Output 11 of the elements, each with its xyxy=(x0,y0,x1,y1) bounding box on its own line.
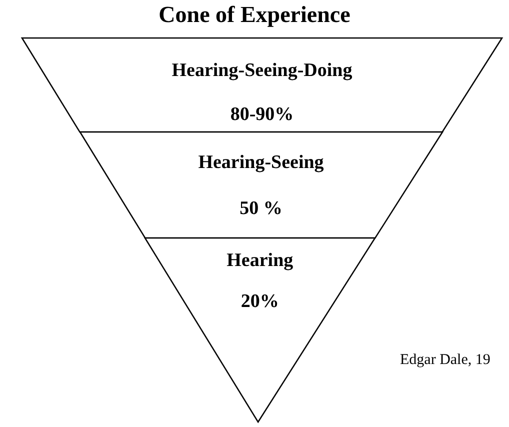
cone-section xyxy=(80,132,442,238)
section-heading: Hearing-Seeing-Doing xyxy=(172,60,352,82)
section-heading: Hearing xyxy=(226,250,294,272)
percentage-label: 50 % xyxy=(240,198,282,220)
percentage-label: 20% xyxy=(240,291,279,313)
cone-section xyxy=(22,38,502,132)
cone-section xyxy=(144,238,375,422)
percentage-label: 80-90% xyxy=(230,104,294,126)
section-heading: Hearing-Seeing xyxy=(198,152,324,174)
diagram-title: Cone of Experience xyxy=(158,2,350,28)
source-note: Edgar Dale, 19 xyxy=(400,352,490,369)
